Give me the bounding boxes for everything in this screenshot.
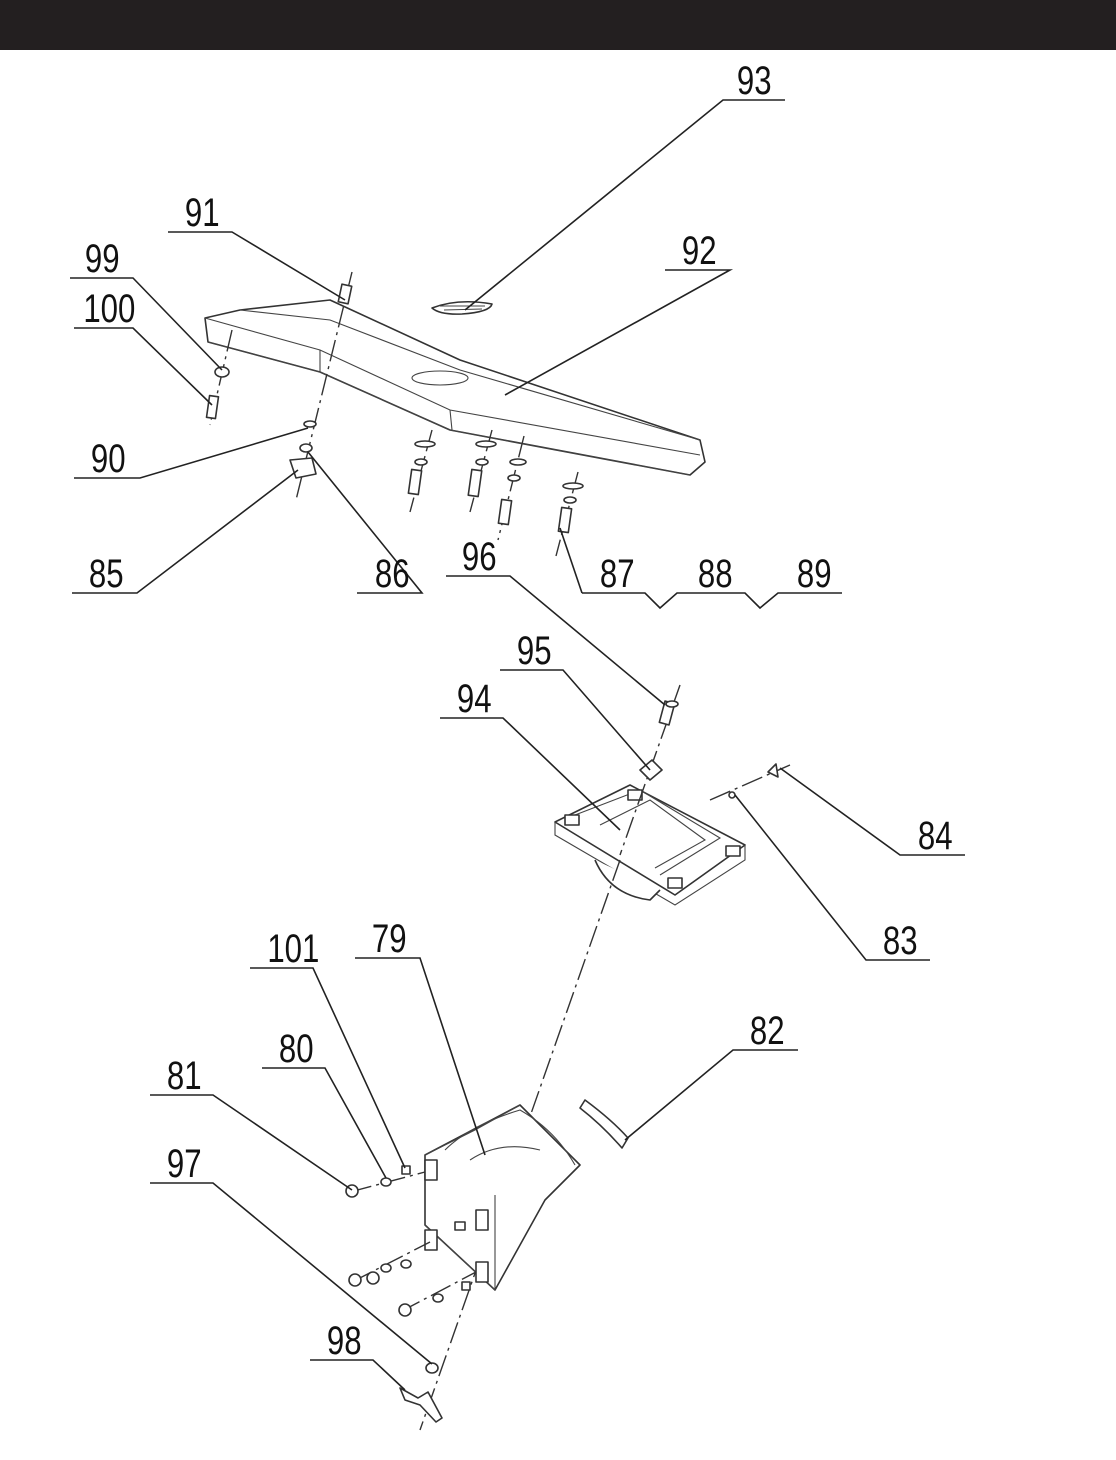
callout-84: 84 [918, 813, 953, 858]
callout-97: 97 [167, 1141, 202, 1186]
grip-pad-part [431, 300, 493, 315]
callout-83: 83 [883, 918, 918, 963]
callout-80: 80 [279, 1026, 314, 1071]
callout-94: 94 [457, 676, 492, 721]
callout-labels: 93 91 92 99 100 90 85 86 96 87 88 89 95 … [83, 58, 952, 1363]
callout-91: 91 [185, 190, 220, 235]
callout-87: 87 [600, 551, 635, 596]
clamp-bracket-part [554, 684, 791, 906]
base-bracket-part [401, 1104, 581, 1291]
callout-95: 95 [517, 628, 552, 673]
leader-lines [70, 99, 965, 1391]
callout-85: 85 [89, 551, 124, 596]
top-plate-fasteners [205, 271, 584, 557]
header-bar [0, 0, 1116, 50]
callout-100: 100 [83, 286, 135, 331]
callout-96: 96 [462, 534, 497, 579]
callout-81: 81 [167, 1053, 202, 1098]
callout-82: 82 [750, 1008, 785, 1053]
callout-86: 86 [375, 551, 410, 596]
curved-pad-part [579, 1099, 629, 1149]
callout-89: 89 [797, 551, 832, 596]
assembly-axis-line [419, 859, 621, 1431]
callout-98: 98 [327, 1318, 362, 1363]
callout-88: 88 [698, 551, 733, 596]
base-fasteners [345, 1171, 477, 1423]
callout-101: 101 [267, 926, 319, 971]
callout-93: 93 [737, 58, 772, 103]
callout-90: 90 [91, 436, 126, 481]
callout-79: 79 [372, 916, 407, 961]
top-plate-part [204, 299, 706, 476]
callout-92: 92 [682, 228, 717, 273]
callout-99: 99 [85, 236, 120, 281]
